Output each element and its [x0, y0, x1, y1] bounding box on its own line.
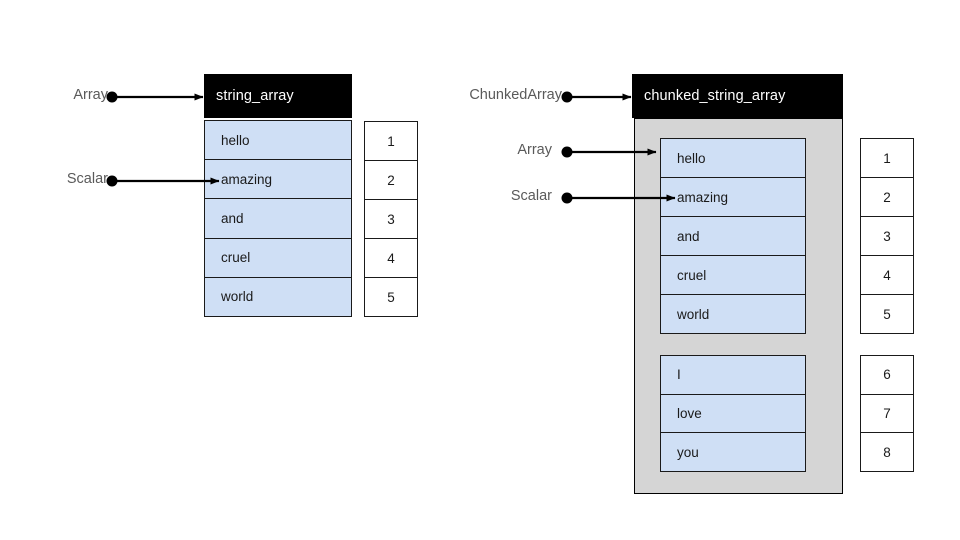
- chunk-1-index-cell: 7: [861, 395, 913, 434]
- left-value-cell: and: [205, 199, 351, 239]
- left-array-header: string_array: [204, 74, 352, 118]
- chunk-1-index-cell: 8: [883, 444, 891, 460]
- chunk-0-index-cell: 2: [861, 178, 913, 217]
- chunk-0-index-cell: 1: [861, 139, 913, 178]
- right-array-anchor-dot: [561, 146, 573, 158]
- right-chunkedarray-anchor-dot: [561, 91, 573, 103]
- chunk-1-value-column: I love you: [660, 355, 806, 472]
- right-annotation-scalar-label: Scalar: [510, 188, 552, 204]
- chunk-1-value-cell: you: [661, 433, 805, 472]
- left-value-cell: cruel: [205, 238, 351, 278]
- chunk-1-value-cell: love: [661, 394, 805, 434]
- chunk-1-value-cell: I: [661, 356, 805, 395]
- chunk-0-value-cell: world: [661, 295, 805, 333]
- chunk-0-index-cell: 3: [861, 217, 913, 256]
- chunk-0-index-cell: 5: [883, 306, 891, 322]
- left-scalar-anchor-dot: [106, 175, 118, 187]
- right-chunkedarray-header-text: chunked_string_array: [644, 88, 786, 104]
- chunk-0-value-column: hello amazing and cruel world: [660, 138, 806, 334]
- left-value-cell: world: [205, 277, 351, 317]
- left-index-cell: 2: [365, 161, 417, 200]
- left-annotation-array-label: Array: [73, 87, 108, 103]
- left-index-cell: 4: [365, 239, 417, 278]
- left-value-cell: hello: [205, 121, 351, 161]
- left-array-header-text: string_array: [216, 88, 294, 104]
- chunk-0-value-cell: hello: [661, 139, 805, 178]
- left-index-cell: 5: [387, 289, 395, 305]
- left-index-cell: 1: [365, 122, 417, 161]
- chunk-0-value-cell: cruel: [661, 256, 805, 295]
- left-index-column: 1 2 3 4 5: [364, 121, 418, 317]
- chunk-1-index-cell: 6: [861, 356, 913, 395]
- right-annotation-chunkedarray-label: ChunkedArray: [469, 87, 562, 103]
- left-index-cell: 3: [365, 200, 417, 239]
- left-value-cell: amazing: [205, 160, 351, 200]
- chunk-0-value-cell: and: [661, 217, 805, 256]
- chunk-0-index-cell: 4: [861, 256, 913, 295]
- chunk-0-index-column: 1 2 3 4 5: [860, 138, 914, 334]
- chunk-0-value-cell: amazing: [661, 178, 805, 217]
- chunk-1-index-column: 6 7 8: [860, 355, 914, 472]
- left-annotation-scalar-label: Scalar: [66, 171, 108, 187]
- left-value-column: hello amazing and cruel world: [204, 120, 352, 317]
- right-annotation-array-label: Array: [517, 142, 552, 158]
- left-array-anchor-dot: [106, 91, 118, 103]
- right-chunkedarray-header: chunked_string_array: [632, 74, 843, 118]
- right-scalar-anchor-dot: [561, 192, 573, 204]
